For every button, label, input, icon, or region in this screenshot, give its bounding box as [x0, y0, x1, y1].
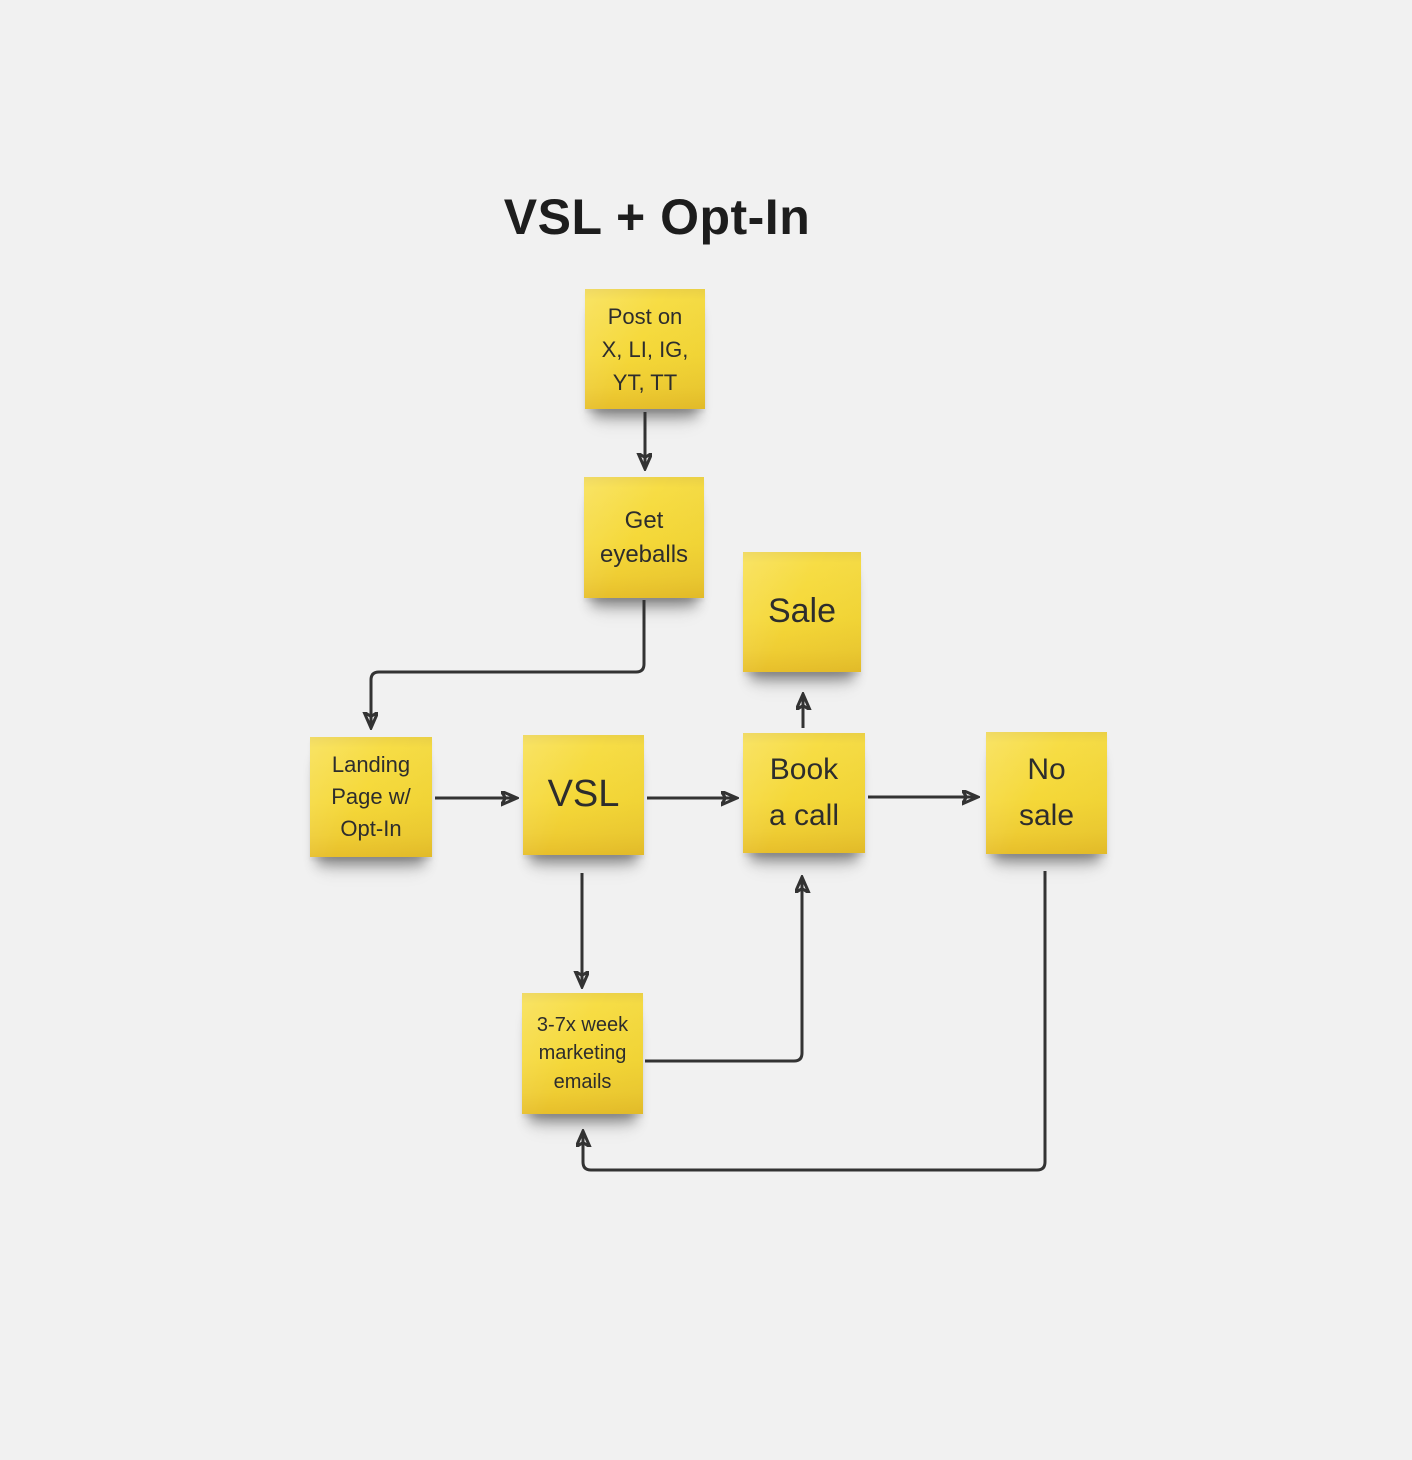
diagram-title: VSL + Opt-In	[503, 189, 811, 245]
sticky-note-label: Post on X, LI, IG, YT, TT	[601, 303, 689, 395]
sticky-note-label: 3-7x week marketing emails	[536, 1013, 629, 1093]
connector-eyeballs-to-landing	[371, 600, 646, 727]
sticky-note-landing-page-opt-in[interactable]: Landing Page w/ Opt-In	[310, 737, 432, 857]
connector-nosale-to-emails	[583, 871, 1047, 1172]
sticky-note-no-sale[interactable]: No sale	[986, 732, 1107, 854]
sticky-note-label: Sale	[767, 592, 837, 631]
sticky-note-label: Landing Page w/ Opt-In	[331, 752, 411, 841]
sticky-note-label: No sale	[1018, 752, 1075, 833]
sticky-note-post-on-socials[interactable]: Post on X, LI, IG, YT, TT	[585, 289, 705, 409]
sticky-note-label: VSL	[547, 773, 620, 816]
sticky-note-marketing-emails[interactable]: 3-7x week marketing emails	[522, 993, 643, 1114]
sticky-note-book-a-call[interactable]: Book a call	[743, 733, 865, 853]
sticky-note-vsl[interactable]: VSL	[523, 735, 644, 855]
connector-emails-to-book	[645, 878, 802, 1063]
sticky-note-get-eyeballs[interactable]: Get eyeballs	[584, 477, 704, 598]
sticky-note-sale[interactable]: Sale	[743, 552, 861, 672]
sticky-note-label: Book a call	[768, 752, 840, 833]
sticky-note-label: Get eyeballs	[599, 506, 689, 568]
